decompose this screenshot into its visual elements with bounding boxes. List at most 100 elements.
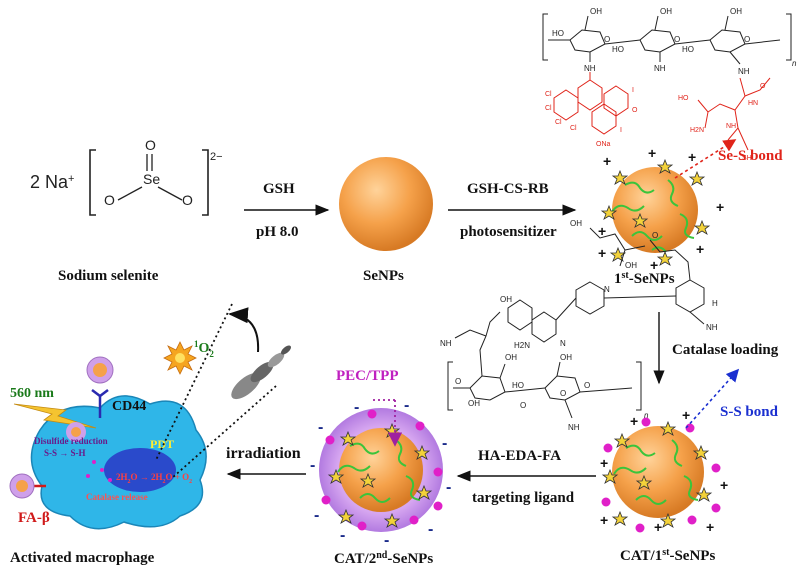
svg-text:+: + [648,145,656,161]
first-senps-label: 1st-SeNPs [614,270,675,288]
singlet-oxygen-arrow [228,307,260,353]
svg-text:-: - [446,479,451,496]
singlet-oxygen-label: 1O2 [194,339,214,359]
svg-text:O: O [604,35,610,44]
cat1-senps-label: CAT/1st-SeNPs [620,547,715,565]
se-s-bond-label: Se-S bond [718,148,783,164]
svg-text:-: - [314,507,319,524]
svg-text:Cl: Cl [555,119,562,126]
svg-text:HO: HO [682,45,694,54]
svg-text:ONa: ONa [596,141,611,148]
svg-text:Cl: Cl [570,125,577,132]
glutathione-labels: HO H2N O HN NH SH [678,83,766,162]
pec-tpp-label: PEC/TPP [336,368,399,384]
svg-text:+: + [716,199,724,215]
o-atom-top: O [145,137,156,153]
svg-text:-: - [340,527,345,544]
svg-text:-: - [318,419,323,436]
se-atom: Se [143,171,160,187]
sodium-selenite-structure: 2 Na+ 2− Se O O O [30,137,223,216]
svg-text:OH: OH [500,295,512,304]
cd44-label: CD44 [112,399,146,414]
svg-text:O: O [455,377,461,386]
svg-text:NH: NH [706,323,718,332]
svg-text:+: + [600,455,608,471]
svg-text:O: O [652,231,658,240]
catalase-release-label: Catalase release [86,492,148,502]
svg-text:NH: NH [440,339,452,348]
polymer-mid-structure [447,227,705,419]
svg-text:OH: OH [570,219,582,228]
step4-top: HA-EDA-FA [478,448,561,464]
svg-text:HO: HO [512,381,524,390]
svg-text:+: + [600,512,608,528]
svg-text:n: n [644,411,649,420]
svg-text:n: n [792,59,797,68]
cat2-senps-label: CAT/2nd-SeNPs [334,550,433,568]
svg-text:O: O [520,401,526,410]
light-bolt [13,403,97,429]
svg-text:-: - [354,399,359,416]
o-atom-left: O [104,192,115,208]
svg-text:+: + [598,223,606,239]
svg-text:+: + [696,241,704,257]
pdt-label: PDT [150,437,174,451]
svg-text:OH: OH [660,7,672,16]
svg-text:+: + [654,519,662,535]
svg-text:-: - [428,521,433,538]
svg-text:+: + [650,257,658,273]
s-s-bond-pointer [685,368,740,429]
svg-text:-: - [384,532,389,549]
cd44-receptor [91,389,109,418]
svg-text:HO: HO [678,95,689,102]
step2-top: GSH-CS-RB [467,181,549,197]
svg-text:+: + [598,245,606,261]
disulfide-label-1: Disulfide reduction [34,436,108,446]
reaction-label: 2H2O → 2H2O + O2 [116,472,192,485]
svg-text:O: O [584,381,590,390]
disulfide-label-2: S-S → S-H [44,448,86,458]
svg-text:NH: NH [738,67,750,76]
svg-text:N: N [560,339,566,348]
senps-label: SeNPs [363,268,404,284]
svg-text:HO: HO [612,45,624,54]
svg-text:HN: HN [748,100,758,107]
step5-label: irradiation [226,445,301,462]
svg-text:+: + [603,153,611,169]
formula-prefix: 2 Na+ [30,172,74,192]
cat2-senps-particle: --- --- --- - [310,397,451,549]
zoom-line-1 [155,303,233,461]
svg-text:O: O [560,389,566,398]
step2-bottom: photosensitizer [460,224,557,240]
step1-top: GSH [263,181,295,197]
rose-bengal-structure [553,72,629,135]
svg-text:O: O [744,35,750,44]
svg-text:H: H [712,299,718,308]
svg-text:NH: NH [568,423,580,432]
shell-icon [231,345,291,400]
polymer-mid-labels: OH OH O HO O O O OH NH n OH H2N N N H NH… [440,219,718,432]
cat1-senps-particle: +++ +++ + [600,407,728,535]
svg-text:O: O [674,35,680,44]
charge-label: 2− [210,151,223,163]
svg-text:-: - [310,457,315,474]
step3-label: Catalase loading [672,342,779,358]
fa-beta-label: FA-β [18,510,50,526]
step4-bottom: targeting ligand [472,490,575,506]
polymer-top-structure [542,13,792,65]
svg-text:+: + [706,519,714,535]
svg-text:HO: HO [552,29,564,38]
svg-text:N: N [604,285,610,294]
svg-text:NH: NH [584,64,596,73]
svg-text:-: - [442,435,447,452]
svg-text:I: I [632,87,634,94]
wavelength-label: 560 nm [10,386,54,401]
sodium-selenite-label: Sodium selenite [58,268,159,284]
zoom-line-2 [171,385,277,479]
svg-text:OH: OH [505,353,517,362]
svg-text:NH: NH [726,123,736,130]
polymer-top-labels: OH OH OH HO O O O HO HO NH NH NH n [552,7,797,76]
glutathione-structure [697,77,771,151]
svg-text:Cl: Cl [545,91,552,98]
